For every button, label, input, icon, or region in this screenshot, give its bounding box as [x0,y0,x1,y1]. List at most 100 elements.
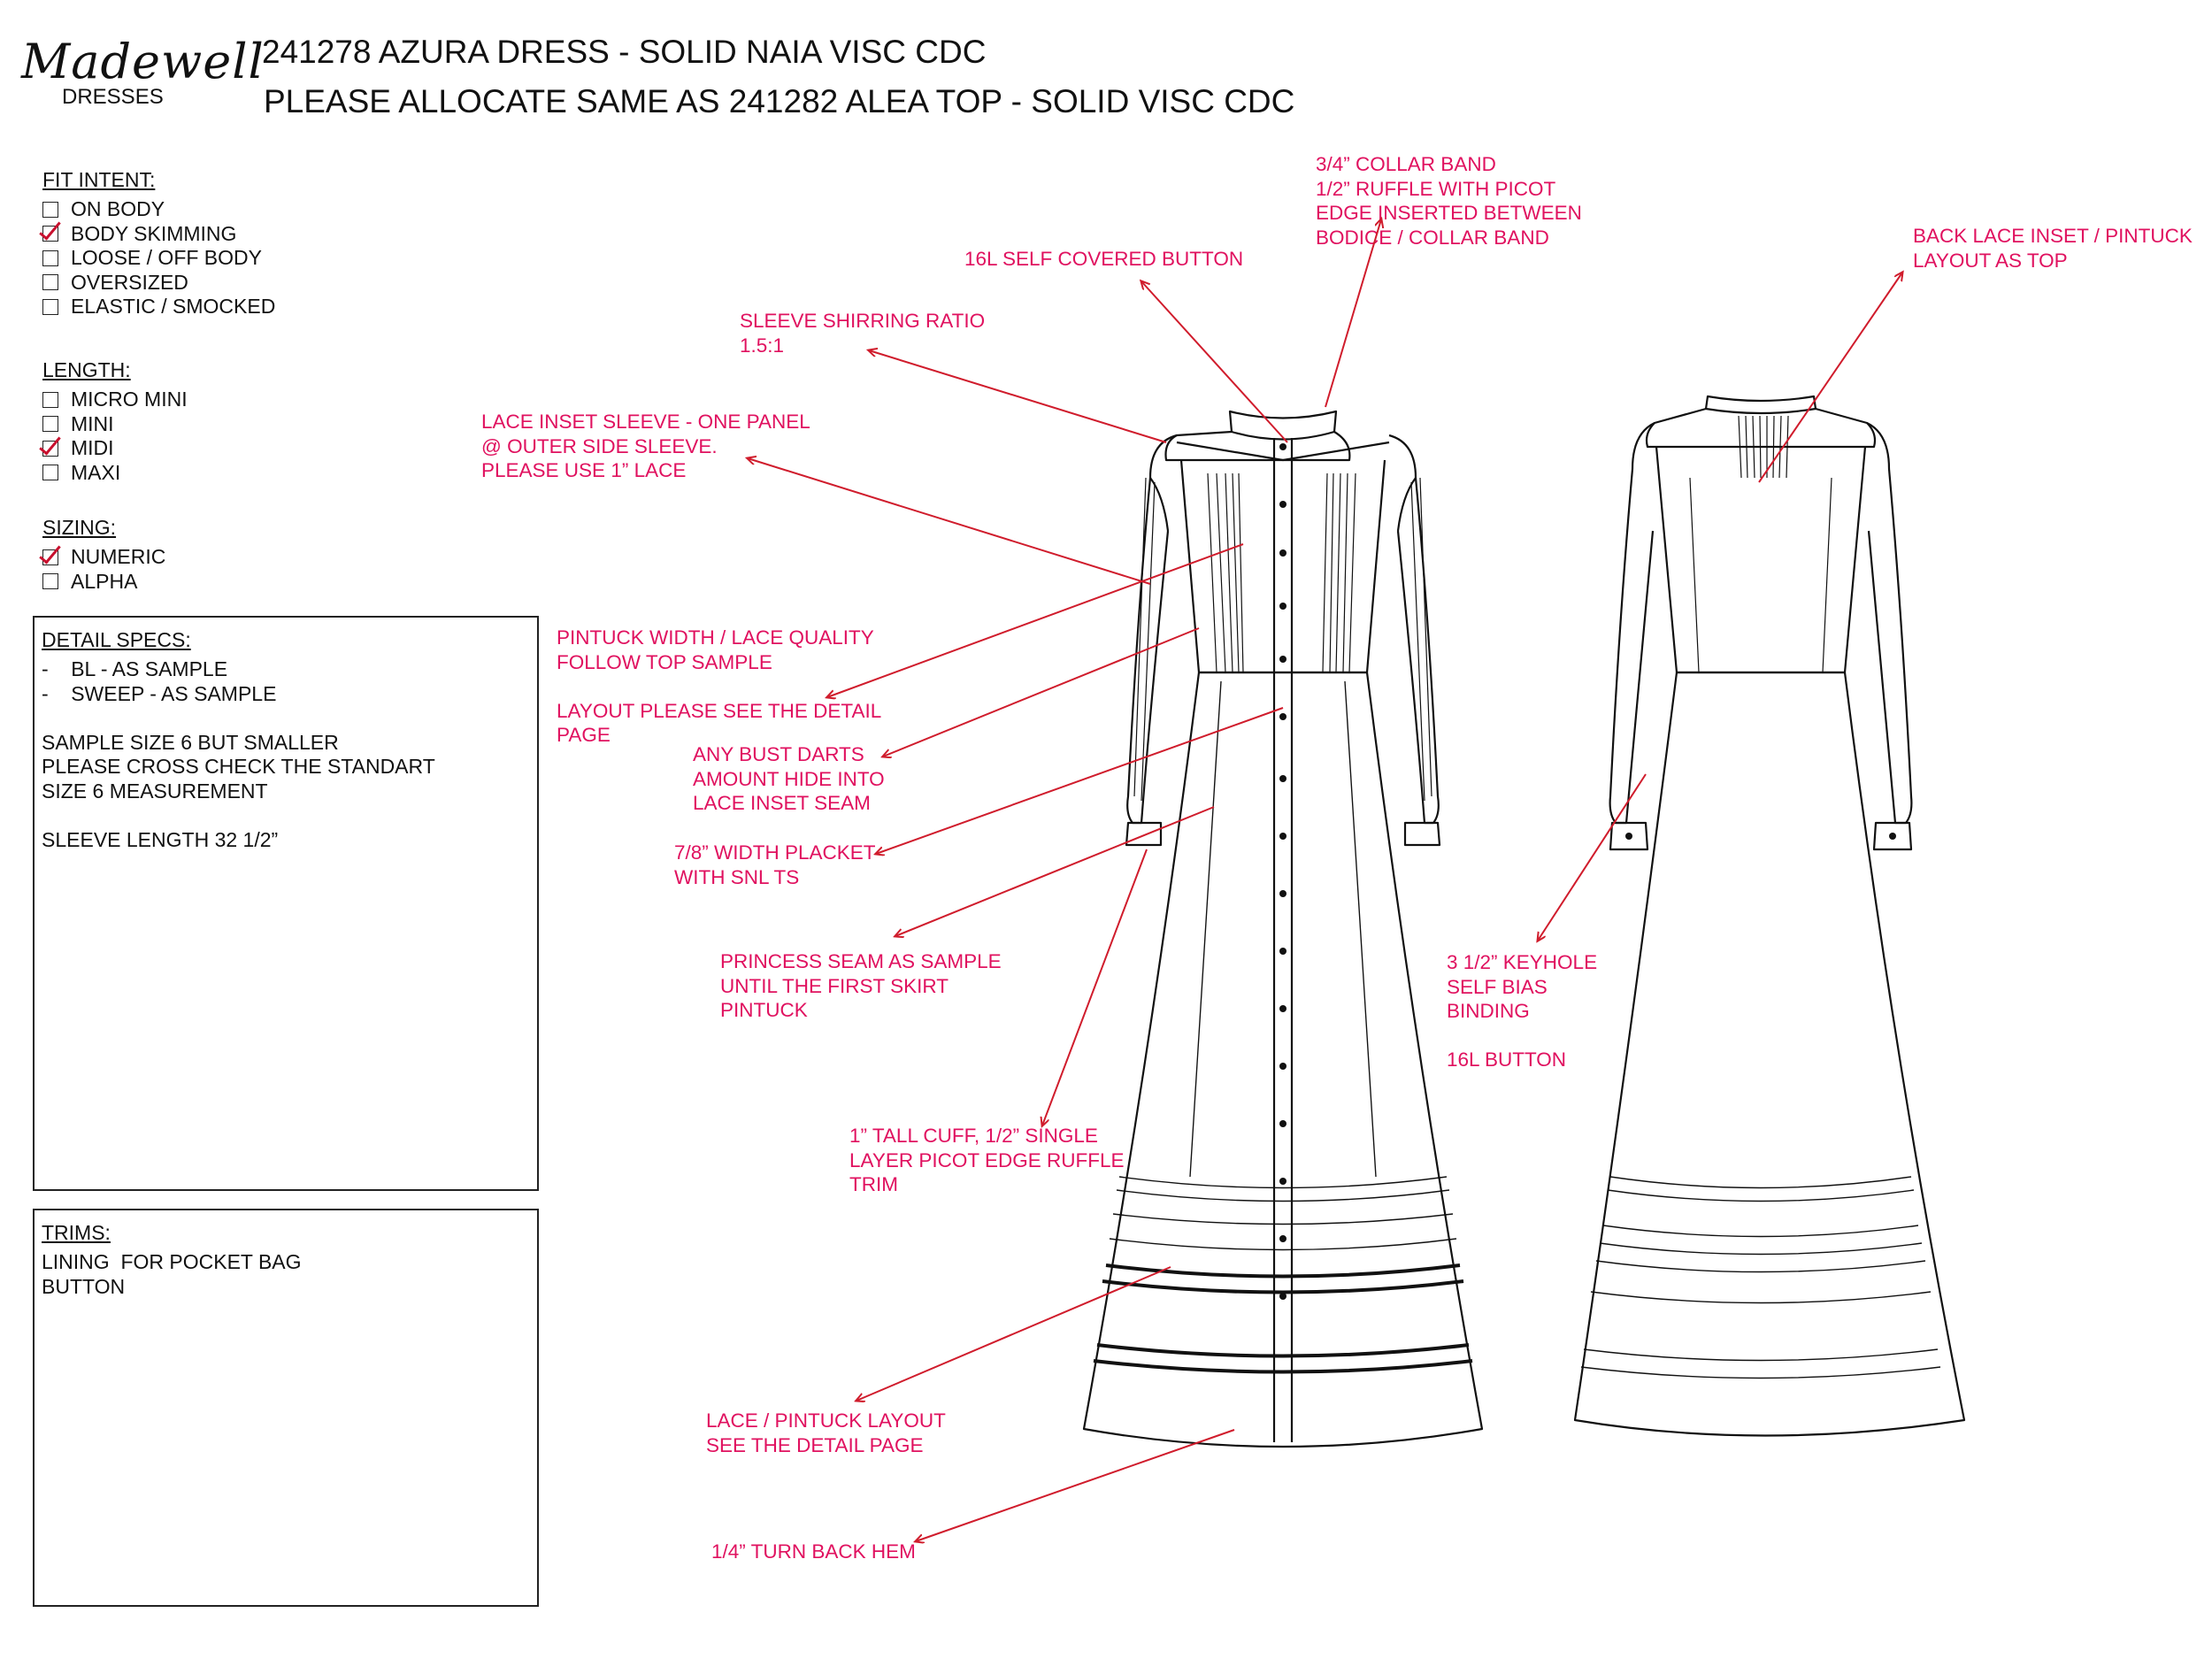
fit-option-label: BODY SKIMMING [71,221,237,245]
keyhole-arrow [1538,773,1647,941]
length-option[interactable]: MIDI [42,436,188,461]
sizing-option[interactable]: ALPHA [42,570,165,595]
fit-option[interactable]: LOOSE / OFF BODY [42,246,275,271]
length-checkbox[interactable] [42,465,58,481]
text-line: SLEEVE LENGTH 32 1/2” [42,827,279,851]
text-line: - BL - AS SAMPLE [42,657,228,680]
fit-option-label: OVERSIZED [71,270,188,294]
text-line: 3/4” COLLAR BAND [1316,153,1496,175]
text-line: 1/2” RUFFLE WITH PICOT [1316,177,1556,200]
length-option-label: MIDI [71,436,114,460]
sizing-option-label: ALPHA [71,569,138,593]
brand-category: DRESSES [62,85,164,109]
fit-checkbox[interactable] [42,226,58,242]
text-line: SLEEVE SHIRRING RATIO [740,310,986,332]
length-checkbox[interactable] [42,391,58,408]
text-line: LACE INSET SLEEVE - ONE PANEL [481,411,810,433]
skirt-lace-arrow [856,1266,1171,1401]
text-line: BINDING [1447,1000,1530,1022]
text-line: TRIM [849,1173,898,1195]
text-line: BODICE / COLLAR BAND [1316,226,1549,249]
pintuck-arrow [827,543,1244,697]
lace-sleeve-arrow [748,458,1151,585]
back-cuff-buttons [1625,833,1896,840]
front-dress-sketch [1082,410,1484,1448]
text-line: LAYOUT AS TOP [1913,249,2068,272]
length-checkbox[interactable] [42,416,58,433]
text-line: LAYER PICOT EDGE RUFFLE [849,1148,1125,1171]
text-line: SEE THE DETAIL PAGE [706,1433,924,1456]
length-option[interactable]: MICRO MINI [42,388,188,412]
back-dress-sketch [1573,395,1966,1437]
text-line: EDGE INSERTED BETWEEN [1316,202,1582,224]
length-option-label: MINI [71,411,114,435]
fit-option[interactable]: ON BODY [42,197,275,222]
text-line: BACK LACE INSET / PINTUCK [1913,225,2193,247]
sizing-checkbox[interactable] [42,573,58,590]
cuff-arrow [1042,849,1148,1125]
back-lace-arrow [1758,273,1902,483]
text-line: PINTUCK WIDTH / LACE QUALITY [557,626,874,649]
text-line: SIZE 6 MEASUREMENT [42,779,268,803]
back-skirt-bands [1580,1176,1941,1379]
front-skirt-lace-bands [1093,1176,1473,1374]
length-option-label: MICRO MINI [71,388,188,411]
allocation-note: PLEASE ALLOCATE SAME AS 241282 ALEA TOP … [264,83,1295,119]
fit-option[interactable]: BODY SKIMMING [42,222,275,247]
length-heading: LENGTH: [42,358,131,381]
back-pintuck-panel [1689,415,1832,673]
sizing-option-label: NUMERIC [71,545,166,569]
bust-arrow [883,627,1200,757]
text-line: @ OUTER SIDE SLEEVE. [481,434,718,457]
annotation-arrows [748,219,1902,1541]
text-line: ANY BUST DARTS [693,743,864,765]
turn-back-hem-note: 1/4” TURN BACK HEM [711,1540,916,1564]
brand-logo: Madewell [21,34,265,89]
front-pintuck-panel [1207,472,1356,673]
fit-checkbox[interactable] [42,201,58,218]
self-covered-button-note: 16L SELF COVERED BUTTON [964,247,1243,272]
trims-heading: TRIMS: [42,1221,111,1244]
text-line: 1/4” TURN BACK HEM [711,1540,916,1563]
fit-option-label: LOOSE / OFF BODY [71,246,262,270]
princess-arrow [895,806,1215,936]
text-line: PLEASE CROSS CHECK THE STANDART [42,755,435,778]
collar-arrow [1325,219,1381,408]
text-line: UNTIL THE FIRST SKIRT [720,974,949,997]
length-checkbox[interactable] [42,440,58,457]
fit-checkbox[interactable] [42,250,58,266]
sizing-option[interactable]: NUMERIC [42,545,165,570]
text-line: 16L BUTTON [1447,1048,1567,1071]
button-arrow [1141,281,1288,443]
text-line: 3 1/2” KEYHOLE [1447,951,1598,973]
detail-specs-box: DETAIL SPECS: - BL - AS SAMPLE- SWEEP - … [33,616,539,1191]
length-option[interactable]: MINI [42,412,188,437]
text-line: PINTUCK [720,999,808,1021]
detail-specs-lines: - BL - AS SAMPLE- SWEEP - AS SAMPLE SAMP… [42,657,530,852]
fit-option-label: ON BODY [71,197,165,221]
text-line: PAGE [557,724,611,746]
sizing-heading: SIZING: [42,516,117,539]
fit-option[interactable]: ELASTIC / SMOCKED [42,295,275,319]
length-option[interactable]: MAXI [42,461,188,486]
fit-checkbox[interactable] [42,298,58,315]
text-line: 16L SELF COVERED BUTTON [964,248,1244,270]
text-line: LACE INSET SEAM [693,792,871,814]
shirring-arrow [869,350,1167,443]
fit-checkbox[interactable] [42,274,58,291]
text-line: 1.5:1 [740,334,785,357]
fit-option[interactable]: OVERSIZED [42,271,275,296]
sizing-checkbox[interactable] [42,549,58,565]
text-line: 7/8” WIDTH PLACKET [674,841,876,864]
